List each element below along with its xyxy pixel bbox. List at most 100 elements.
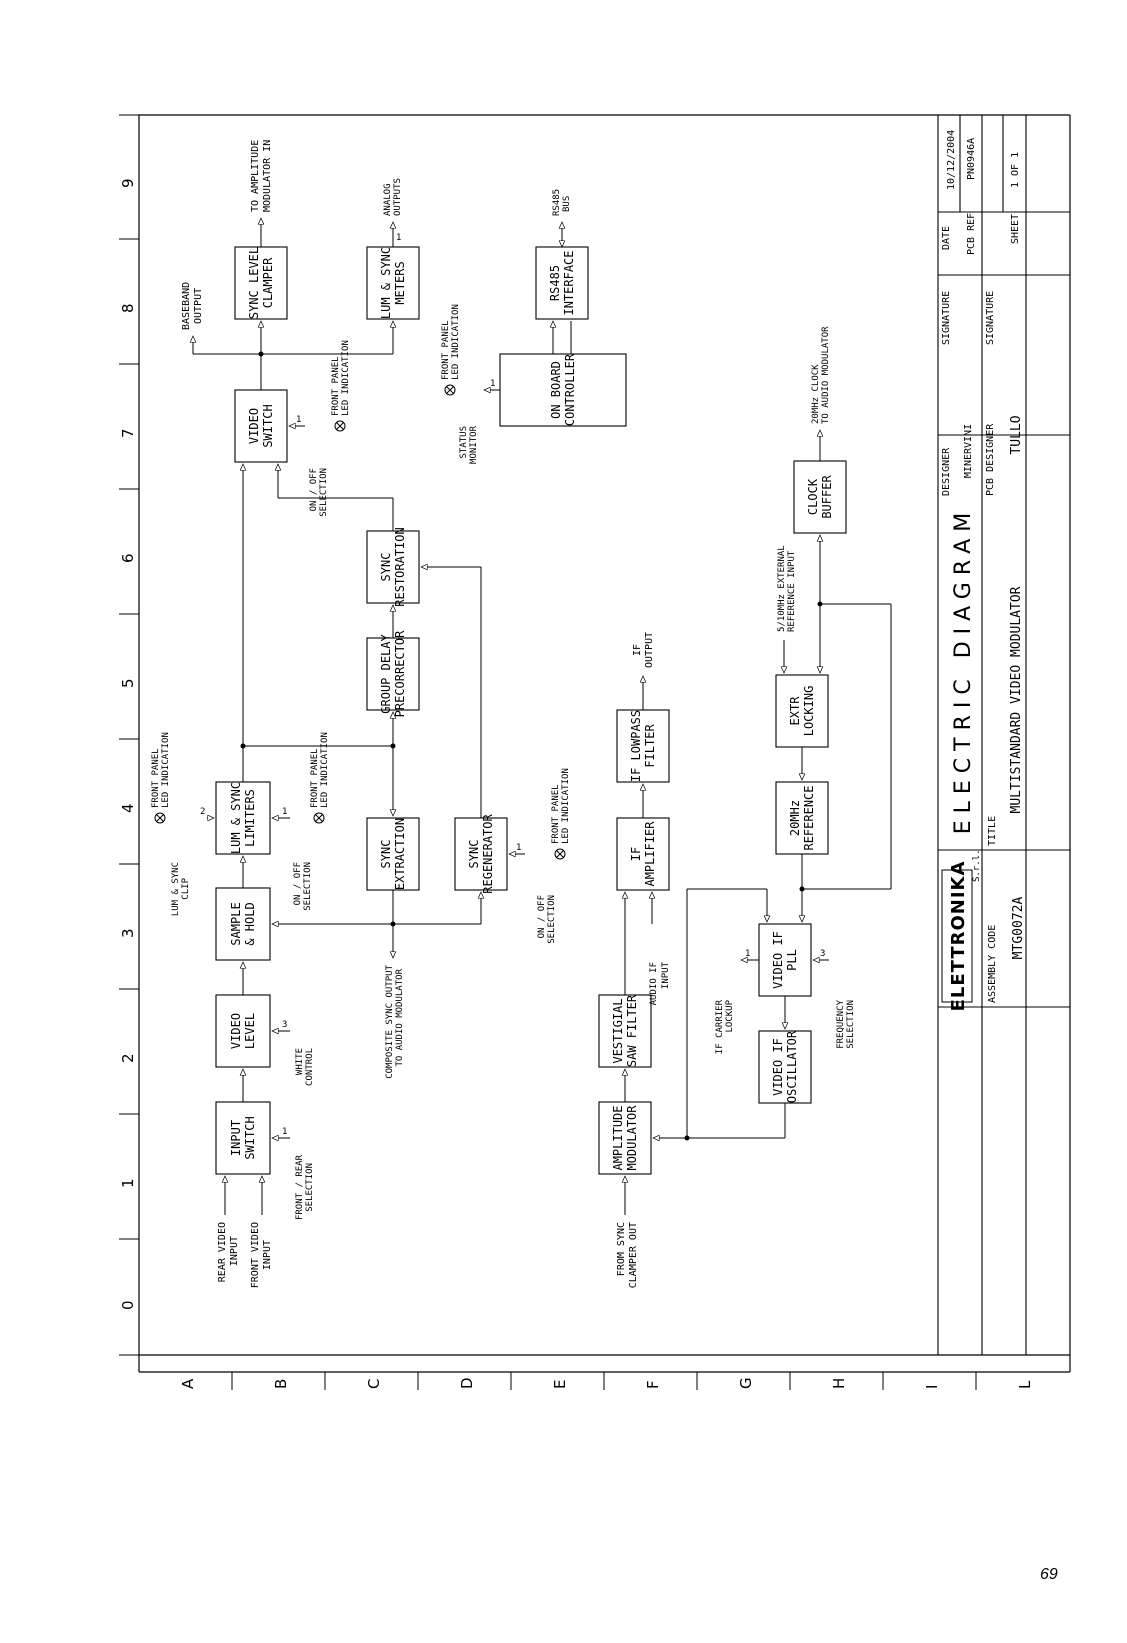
on-off-selection-1-label: ON / OFFSELECTION [293, 862, 313, 911]
date-label: DATE [941, 226, 952, 250]
block-clock-buffer [793, 460, 847, 534]
row-d: D [458, 1377, 476, 1389]
control-labels: FRONT / REARSELECTION WHITECONTROL COMPO… [171, 425, 856, 1220]
col-5: 5 [119, 678, 137, 688]
front-panel-led-3-label: FRONT PANELLED INDICATION [551, 768, 571, 844]
block-lum-sync-meters [366, 246, 420, 320]
to-amplitude-modulator-label: TO AMPLITUDEMODULATOR IN [250, 140, 273, 212]
sheet-label: SHEET [1010, 214, 1021, 244]
col-4: 4 [119, 803, 137, 813]
col-2: 2 [119, 1053, 137, 1063]
row-f: F [644, 1380, 662, 1389]
sync-level-clamper-label: SYNC LEVELCLAMPER [247, 247, 275, 319]
block-lum-sync-limiters [215, 781, 271, 855]
row-ruler [231, 1372, 977, 1390]
video-if-pll-label: VIDEO IFPLL [771, 931, 799, 989]
col-8: 8 [119, 303, 137, 313]
block-video-level [215, 994, 271, 1068]
block-sample-hold [215, 887, 271, 961]
block-labels: INPUTSWITCH VIDEOLEVEL SAMPLE& HOLD LUM … [229, 247, 834, 1171]
column-numbers: 0 1 2 3 4 5 6 7 8 9 [119, 178, 137, 1310]
col-3: 3 [119, 928, 137, 938]
led-indicators [154, 384, 566, 860]
signature-label: SIGNATURE [941, 291, 952, 345]
front-panel-led-4-label: FRONT PANELLED INDICATION [331, 340, 351, 416]
status-monitor-label: STATUSMONITOR [459, 425, 479, 464]
front-panel-led-1-label: FRONT PANELLED INDICATION [151, 732, 171, 808]
row-a: A [179, 1378, 197, 1389]
assembly-code: MTG0072A [1011, 897, 1026, 960]
block-video-if-pll [758, 923, 812, 997]
extr-locking-label: EXTRLOCKING [788, 686, 816, 737]
block-sync-restoration [366, 530, 420, 604]
row-l: L [1016, 1380, 1034, 1389]
clock-buffer-label: CLOCKBUFFER [806, 475, 834, 519]
video-level-label: VIDEOLEVEL [229, 1013, 257, 1049]
front-rear-selection-label: FRONT / REARSELECTION [295, 1154, 315, 1220]
col-9: 9 [119, 178, 137, 188]
block-20mhz-reference [775, 781, 829, 855]
output-labels: FRONT PANELLED INDICATION FRONT PANELLED… [151, 140, 831, 844]
block-amplitude-modulator [598, 1101, 652, 1175]
col-1: 1 [119, 1178, 137, 1188]
front-panel-led-5-label: FRONT PANELLED INDICATION [441, 304, 461, 380]
block-rs485-interface [535, 246, 589, 320]
title-label: TITLE [987, 816, 998, 846]
row-g: G [737, 1377, 755, 1389]
on-board-controller-label: ON BOARDCONTROLLER [549, 353, 577, 426]
col-7: 7 [119, 428, 137, 438]
front-panel-led-2-label: FRONT PANELLED INDICATION [310, 732, 330, 808]
white-control-label: WHITECONTROL [295, 1048, 315, 1086]
pin-number: 1 [516, 843, 521, 853]
signature-label-2: SIGNATURE [985, 291, 996, 345]
row-e: E [551, 1380, 569, 1389]
lum-sync-limiters-label: LUM & SYNCLIMITERS [229, 782, 257, 854]
video-switch-label: VIDEOSWITCH [247, 404, 275, 447]
pcb-ref-label: PCB REF [966, 213, 977, 255]
io-labels: REAR VIDEOINPUT FRONT VIDEOINPUT FROM SY… [217, 1222, 639, 1288]
pin-number: 1 [282, 807, 287, 817]
date-value: 10/12/2004 [946, 130, 957, 190]
amplitude-modulator-label: AMPLITUDEMODULATOR [611, 1105, 639, 1171]
rs485-interface-label: RS485INTERFACE [548, 250, 576, 315]
group-delay-label: GROUP DELAYPRECORRECTOR [379, 630, 407, 717]
company-logo: ELETTRONIKA S.r.l. [941, 849, 982, 1011]
pin-number: 1 [282, 1127, 287, 1137]
col-6: 6 [119, 553, 137, 563]
front-video-input-label: FRONT VIDEOINPUT [250, 1222, 273, 1288]
designer-label: DESIGNER [941, 447, 952, 496]
sync-regenerator-label: SYNCREGENERATOR [467, 813, 495, 893]
block-if-amplifier [616, 817, 670, 891]
pcb-designer-value: TULLO [1009, 415, 1024, 454]
input-switch-label: INPUTSWITCH [229, 1116, 257, 1159]
led-icon [313, 812, 325, 824]
video-if-oscillator-label: VIDEO IFOSCILLATOR [771, 1030, 799, 1103]
pin-numbers: 1 3 2 1 1 1 1 1 1 3 [200, 233, 825, 1137]
on-off-selection-2-label: ON / OFFSELECTION [537, 895, 557, 944]
pin-number: 1 [490, 379, 495, 389]
pin-number: 1 [296, 415, 301, 425]
lum-sync-clip-label: LUM & SYNCCLIP [171, 862, 191, 916]
col-0: 0 [119, 1300, 137, 1310]
block-group-delay [366, 637, 420, 711]
pin-number: 2 [200, 807, 205, 817]
clock-to-audio-label: 20MHz CLOCKTO AUDIO MODULATOR [811, 326, 831, 424]
block-extr-locking [775, 674, 829, 748]
led-icon [154, 812, 166, 824]
row-c: C [365, 1379, 383, 1389]
led-icon [444, 384, 456, 396]
sheet-value: 1 OF 1 [1010, 152, 1021, 188]
lum-sync-meters-label: LUM & SYNCMETERS [379, 247, 407, 319]
if-output-label: IFOUTPUT [632, 632, 655, 668]
blocks [215, 246, 847, 1175]
if-carrier-lockup-label: IF CARRIERLOCKUP [715, 999, 735, 1054]
block-sync-extraction [366, 817, 420, 891]
ext-reference-label: 5/10MHz EXTERNALREFERENCE INPUT [777, 545, 797, 632]
block-vestigial-saw [598, 994, 652, 1068]
pcb-designer-label: PCB DESIGNER [985, 423, 996, 496]
pin-number: 1 [745, 949, 750, 959]
signal-wires [193, 218, 892, 1215]
row-letters: A B C D E F G H I L [179, 1377, 1034, 1389]
